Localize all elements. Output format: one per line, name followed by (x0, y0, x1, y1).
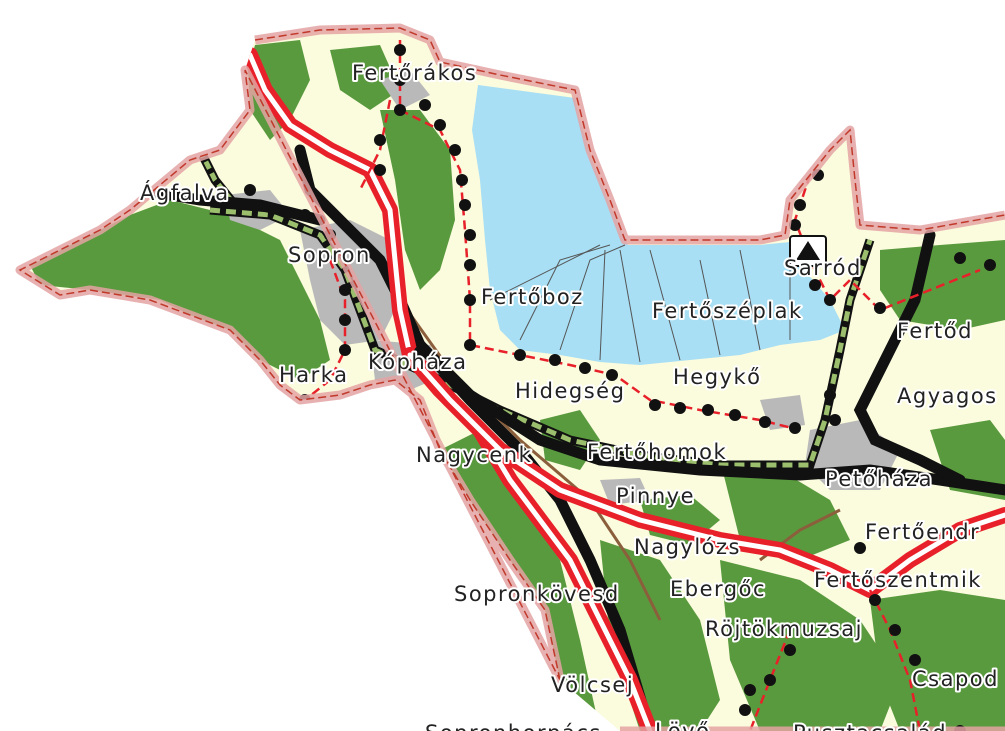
label-lovo[interactable]: Lövő (653, 717, 711, 731)
label-fertoboz[interactable]: Fertőboz (479, 283, 584, 311)
label-ebergoc[interactable]: Ebergőc (668, 575, 767, 603)
label-rojtokmuzsaj[interactable]: Röjtökmuzsaj (703, 615, 864, 643)
label-sarrod[interactable]: Sarród (782, 254, 862, 282)
label-agyagos[interactable]: Agyagos (895, 382, 998, 410)
label-pinnye[interactable]: Pinnye (614, 482, 696, 510)
label-sopron[interactable]: Sopron (286, 241, 371, 269)
label-fertoszentmik[interactable]: Fertőszentmik (812, 566, 982, 594)
county-boundary-line (18, 27, 1005, 681)
label-fertohomok[interactable]: Fertőhomok (585, 438, 728, 466)
label-sopronhorpacs[interactable]: Sopronhorpács (423, 719, 602, 731)
label-fertoszeplak[interactable]: Fertőszéplak (650, 297, 803, 325)
label-fertorakos[interactable]: Fertőrákos (350, 59, 478, 87)
label-hidegseg[interactable]: Hidegség (513, 377, 626, 405)
label-nagylozs[interactable]: Nagylózs (632, 533, 741, 561)
label-fertod[interactable]: Fertőd (895, 317, 973, 345)
label-fertoendr[interactable]: Fertőendr (863, 518, 981, 546)
triangle-monument-icon[interactable] (789, 235, 827, 267)
label-petohaza[interactable]: Petőháza (823, 465, 934, 493)
label-agfalva[interactable]: Ágfalva (138, 178, 230, 207)
label-sopronkovesd[interactable]: Sopronkövesd (452, 580, 620, 608)
railway-lines (195, 147, 875, 470)
label-kophaza[interactable]: Kópháza (366, 348, 468, 376)
label-pusztacsalad[interactable]: Pusztacsalád (791, 719, 948, 731)
label-volcsej[interactable]: Völcsej (549, 671, 635, 699)
label-nagycenk[interactable]: Nagycenk (414, 441, 533, 469)
lake-ferto[interactable] (472, 85, 845, 365)
forest-areas (30, 40, 1005, 731)
place-labels: Fertőrákos Ágfalva Sopron Fertőboz Sarró… (138, 59, 999, 731)
motorway (242, 47, 1005, 731)
main-roads (134, 144, 1005, 731)
label-csapod[interactable]: Csapod (910, 665, 999, 693)
reed-channels (489, 244, 791, 363)
label-hegyko[interactable]: Hegykő (671, 363, 762, 391)
label-harka[interactable]: Harka (277, 361, 349, 389)
